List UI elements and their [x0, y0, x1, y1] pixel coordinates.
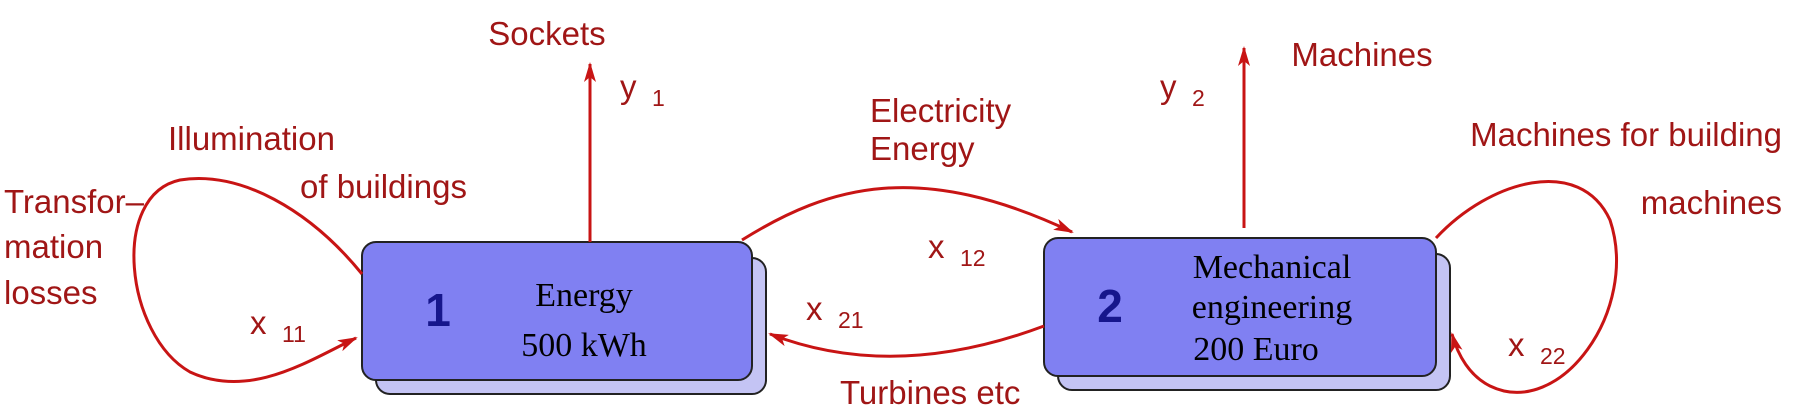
node-mechanical-name-line-2: engineering — [1192, 289, 1353, 326]
arrow-x21-turbines — [768, 324, 1045, 358]
label-machines-for-building-line-2: machines — [1641, 184, 1782, 221]
arrow-x11-self-loop — [132, 177, 364, 383]
node-mechanical-name-line-1: Mechanical — [1193, 249, 1352, 286]
label-x11-subscript: 11 — [282, 321, 306, 347]
label-y2: y — [1160, 68, 1177, 105]
node-mechanical-box — [1043, 237, 1437, 377]
label-energy-flow: Energy — [870, 130, 975, 167]
node-mechanical-number: 2 — [1097, 280, 1123, 332]
label-x22-subscript: 22 — [1540, 343, 1566, 369]
label-machines-for-building: Machines for building — [1470, 116, 1782, 153]
node-energy-number: 1 — [425, 284, 451, 336]
label-x22: x — [1508, 326, 1525, 363]
label-transformation-line-1: Transfor– — [4, 183, 145, 220]
label-x11: x — [250, 304, 267, 341]
arrow-x12-electricity — [741, 186, 1074, 242]
node-energy-box — [361, 241, 753, 381]
label-y1-subscript: 1 — [652, 85, 665, 111]
node-mechanical-engineering: 2 Mechanical engineering 200 Euro — [1043, 237, 1451, 391]
label-x12-subscript: 12 — [960, 245, 986, 271]
label-turbines: Turbines etc — [840, 374, 1020, 411]
label-illumination-line-2: of buildings — [300, 168, 467, 205]
label-illumination-line-1: Illumination — [168, 120, 335, 157]
node-energy-name: Energy — [535, 277, 633, 314]
label-y2-subscript: 2 — [1192, 85, 1205, 111]
label-machines: Machines — [1291, 36, 1432, 73]
arrow-x22-self-loop — [1434, 180, 1618, 394]
label-x21-subscript: 21 — [838, 307, 864, 333]
label-x21: x — [806, 290, 823, 327]
node-energy: 1 Energy 500 kWh — [361, 241, 767, 395]
node-energy-value: 500 kWh — [521, 327, 647, 364]
label-transformation-line-2: mation — [4, 228, 103, 265]
label-transformation-line-3: losses — [4, 274, 98, 311]
node-mechanical-value: 200 Euro — [1193, 331, 1319, 368]
label-y1: y — [620, 68, 637, 105]
label-sockets: Sockets — [488, 15, 605, 52]
label-x12: x — [928, 228, 945, 265]
label-electricity: Electricity — [870, 92, 1012, 129]
